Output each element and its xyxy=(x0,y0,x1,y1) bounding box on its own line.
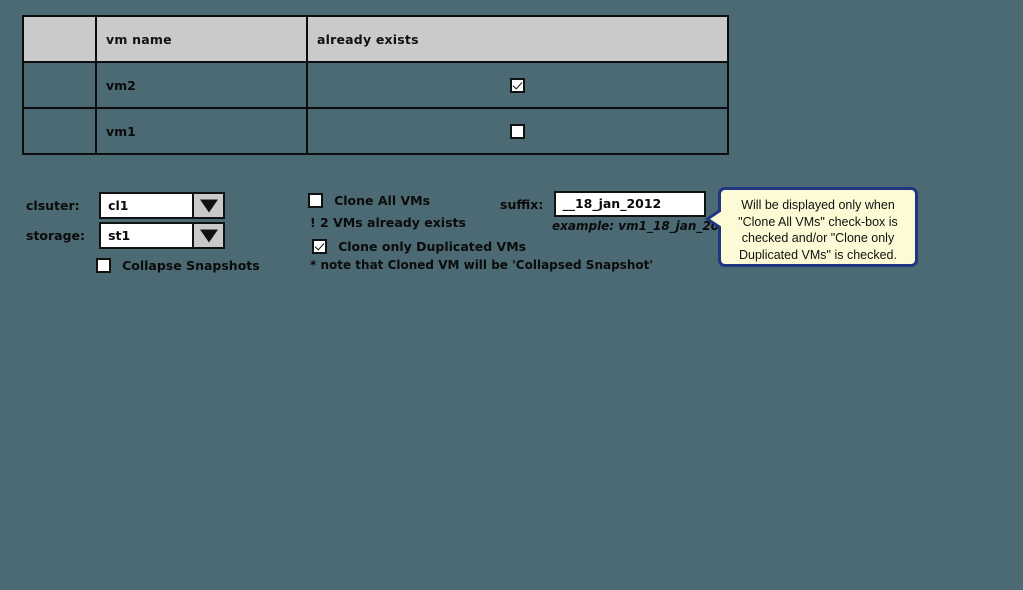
clone-only-duplicated-label: Clone only Duplicated VMs xyxy=(338,239,527,254)
suffix-row: suffix: __18_jan_2012 xyxy=(500,191,707,217)
chevron-down-icon xyxy=(199,229,218,242)
row-vm-name: vm1 xyxy=(95,107,308,155)
tooltip-line-2: "Clone All VMs" check-box is xyxy=(738,214,898,229)
table-header-row: vm name already exists xyxy=(22,15,729,63)
form-area: clsuter: cl1 storage: st1 Collapse Snaps… xyxy=(0,170,1023,290)
clone-only-duplicated-row[interactable]: Clone only Duplicated VMs xyxy=(312,236,526,255)
suffix-input[interactable]: __18_jan_2012 xyxy=(554,191,707,217)
callout-arrow-fill xyxy=(710,211,722,227)
cluster-label: clsuter: xyxy=(26,198,80,213)
chevron-down-icon xyxy=(199,199,218,212)
column-header-vm-name: vm name xyxy=(95,15,308,63)
clone-all-vms-checkbox[interactable] xyxy=(308,193,323,208)
row-already-exists-cell[interactable] xyxy=(306,107,729,155)
collapsed-snapshot-note: * note that Cloned VM will be 'Collapsed… xyxy=(310,258,654,272)
cluster-dropdown-button[interactable] xyxy=(192,194,224,217)
already-exists-warning: ! 2 VMs already exists xyxy=(310,215,466,230)
vm-table-header: vm name already exists xyxy=(22,15,729,63)
row-select-cell[interactable] xyxy=(22,107,97,155)
collapse-snapshots-row[interactable]: Collapse Snapshots xyxy=(96,255,260,274)
cluster-dropdown[interactable]: cl1 xyxy=(99,192,226,219)
row-select-cell[interactable] xyxy=(22,61,97,109)
clone-all-vms-label: Clone All VMs xyxy=(334,193,431,208)
storage-dropdown-button[interactable] xyxy=(192,224,224,247)
table-row[interactable]: vm2 xyxy=(22,61,729,109)
clone-all-vms-row[interactable]: Clone All VMs xyxy=(308,190,430,209)
column-header-already-exists: already exists xyxy=(306,15,729,63)
collapse-snapshots-label: Collapse Snapshots xyxy=(122,258,260,273)
tooltip-line-3: checked and/or "Clone only xyxy=(741,231,895,245)
vm-table: vm name already exists vm2 vm1 xyxy=(22,15,729,155)
tooltip-line-1: Will be displayed only when xyxy=(741,198,895,212)
cluster-dropdown-value: cl1 xyxy=(108,198,129,213)
row-vm-name: vm2 xyxy=(95,61,308,109)
collapse-snapshots-checkbox[interactable] xyxy=(96,258,111,273)
suffix-example-text: example: vm1_18_jan_2012 xyxy=(552,219,736,233)
storage-dropdown[interactable]: st1 xyxy=(99,222,226,249)
column-header-select xyxy=(22,15,97,63)
row-already-exists-cell[interactable] xyxy=(306,61,729,109)
tooltip-line-4: Duplicated VMs" is checked. xyxy=(739,247,897,262)
already-exists-checkbox[interactable] xyxy=(510,124,525,139)
storage-dropdown-value: st1 xyxy=(108,228,131,243)
already-exists-checkbox[interactable] xyxy=(510,78,525,93)
cluster-row: clsuter: cl1 xyxy=(26,192,226,219)
vm-table-body: vm2 vm1 xyxy=(22,61,729,155)
tooltip-callout: Will be displayed only when "Clone All V… xyxy=(705,187,918,267)
suffix-label: suffix: xyxy=(500,196,544,212)
table-row[interactable]: vm1 xyxy=(22,107,729,155)
clone-only-duplicated-checkbox[interactable] xyxy=(312,239,327,254)
storage-label: storage: xyxy=(26,228,86,243)
storage-row: storage: st1 xyxy=(26,222,226,249)
